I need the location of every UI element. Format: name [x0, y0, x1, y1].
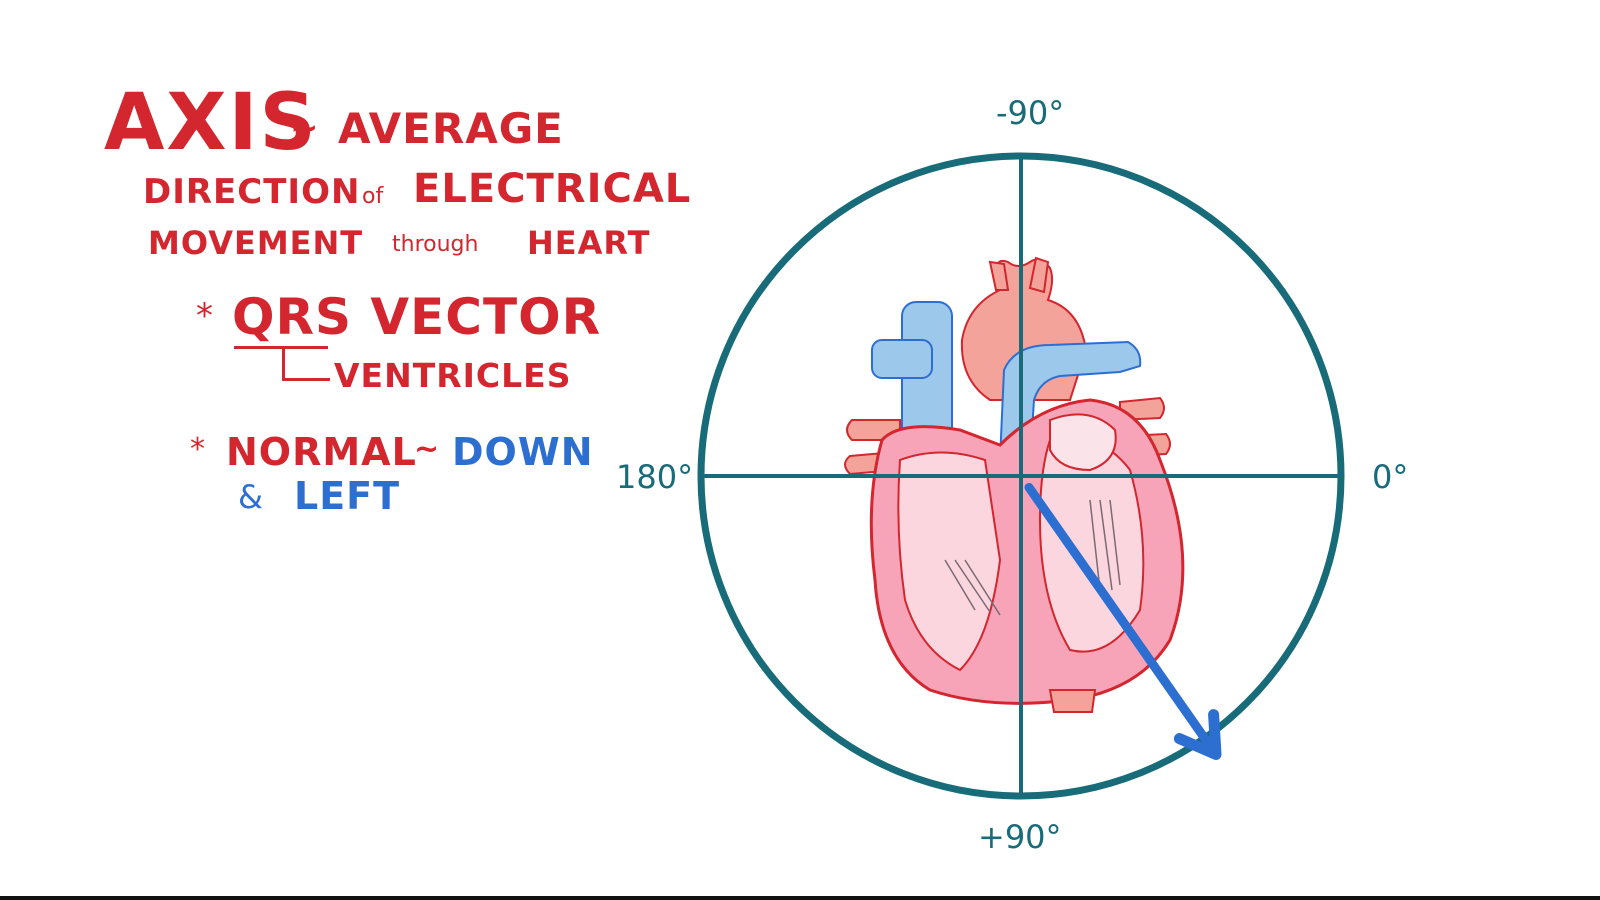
degree-label-top: -90°	[996, 94, 1065, 132]
frame-bottom-border	[0, 896, 1600, 900]
heart-word: HEART	[527, 224, 651, 262]
degree-label-left: 180°	[616, 458, 694, 496]
down-label: DOWN	[452, 430, 594, 474]
ventricles-bracket-vertical	[282, 346, 285, 380]
tilde-separator-normal: ~	[414, 432, 441, 467]
movement-word: MOVEMENT	[148, 224, 364, 262]
heart-body	[869, 398, 1185, 713]
direction-word: DIRECTION	[143, 172, 361, 212]
left-label: LEFT	[294, 474, 401, 518]
electrical-word: ELECTRICAL	[413, 166, 692, 212]
arrow-shaft	[1024, 482, 1221, 760]
arrow-head	[1173, 709, 1222, 761]
qrs-vector-arrow	[1024, 482, 1222, 761]
average-label: AVERAGE	[338, 104, 564, 153]
normal-label: NORMAL	[226, 430, 417, 474]
qrs-underline	[234, 346, 328, 349]
axis-circle-group	[697, 152, 1345, 800]
bullet-star-qrs: *	[196, 296, 214, 336]
bullet-star-normal: *	[190, 432, 206, 467]
ampersand: &	[238, 478, 264, 516]
through-word: through	[392, 232, 479, 257]
of-word: of	[362, 184, 384, 209]
ventricles-bracket-horizontal	[282, 378, 330, 381]
degree-label-right: 0°	[1372, 458, 1409, 496]
degree-label-bottom: +90°	[978, 818, 1062, 856]
axis-title: AXIS	[104, 78, 318, 168]
ventricles-label: VENTRICLES	[334, 356, 572, 395]
qrs-vector-label: QRS VECTOR	[232, 288, 602, 346]
tilde-separator: ~	[290, 108, 320, 148]
